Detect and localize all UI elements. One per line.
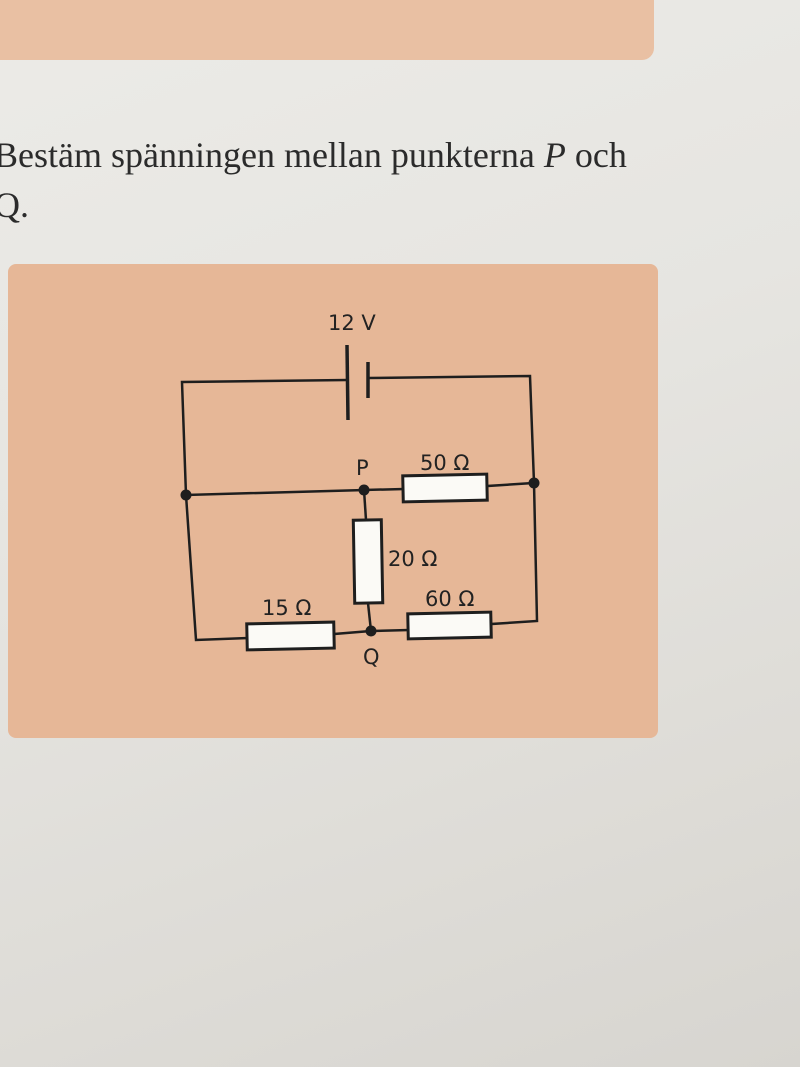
resistor-15-ohm [245, 620, 336, 652]
question-text-end: . [20, 185, 29, 225]
junction-right [528, 477, 540, 489]
battery-long-plate [345, 344, 350, 421]
question-point-p: P [543, 135, 566, 175]
battery-symbol [345, 344, 370, 421]
resistor-15-label: 15 Ω [262, 596, 311, 620]
wire-top-right [366, 374, 536, 485]
wire-top-left [180, 378, 349, 497]
figure-panel [8, 264, 658, 738]
point-q-label: Q [363, 645, 380, 669]
point-p-label: P [356, 456, 369, 480]
question-point-q: Q [0, 185, 20, 225]
resistor-60-label: 60 Ω [425, 587, 474, 611]
question-text: Bestäm spänningen mellan punkterna P och… [0, 130, 714, 230]
junction-left [180, 489, 192, 501]
wire-60-to-right [489, 481, 539, 626]
wire-left-down [184, 493, 249, 642]
wire-left-to-p [184, 488, 366, 497]
wire-q-to-60 [369, 628, 410, 633]
resistor-20-ohm [351, 518, 385, 605]
battery-voltage-label: 12 V [328, 311, 376, 335]
question-text-start: Bestäm spänningen mellan punkterna [0, 135, 544, 175]
junction-p [358, 484, 370, 496]
junction-q [365, 625, 377, 637]
resistor-60-ohm [406, 610, 493, 641]
wire-50-to-right [485, 481, 536, 488]
wire-p-to-50 [362, 487, 405, 492]
top-panel [0, 0, 654, 60]
question-text-middle: och [565, 135, 627, 175]
resistor-50-label: 50 Ω [420, 451, 469, 475]
resistor-20-label: 20 Ω [388, 547, 437, 571]
resistor-50-ohm [401, 472, 489, 504]
wire-15-to-q [332, 629, 373, 636]
